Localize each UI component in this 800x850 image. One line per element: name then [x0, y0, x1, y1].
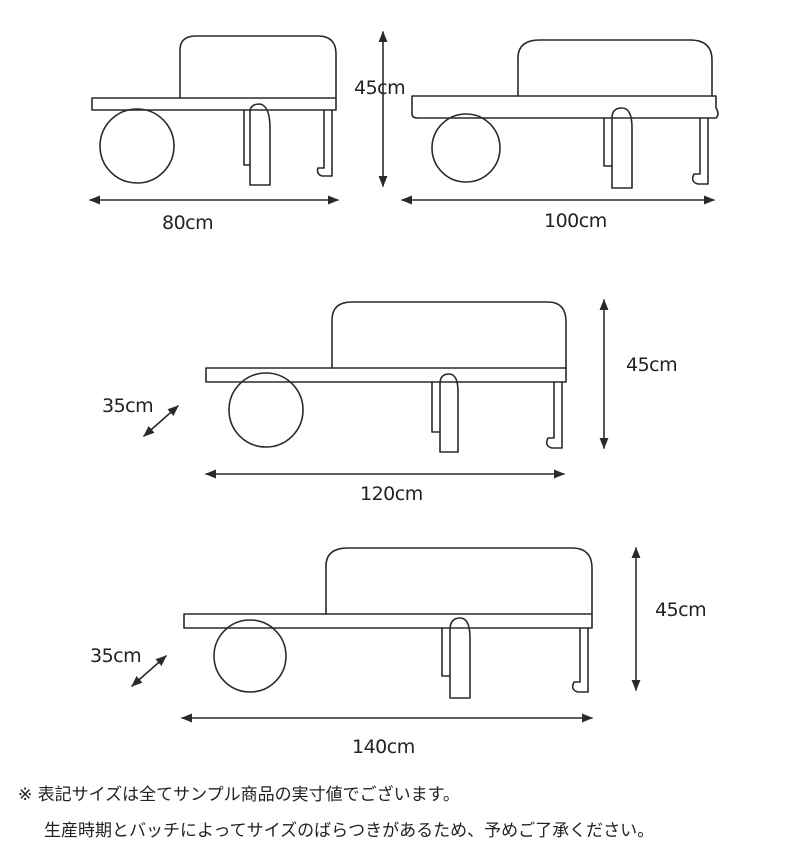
- bench-120-drawing: [143, 298, 609, 479]
- bench-120-depth-arrow: [143, 405, 179, 437]
- note-line-1: ※ 表記サイズは全てサンプル商品の実寸値でございます。: [18, 785, 460, 805]
- bench-140-depth-label: 35cm: [90, 645, 142, 667]
- bench-140-depth-arrow: [131, 655, 167, 687]
- bench-140-drawing: [131, 546, 641, 723]
- bench-100-width-label: 100cm: [544, 210, 607, 232]
- bench-100-drawing: [400, 39, 719, 205]
- note-line-2: 生産時期とバッチによってサイズのばらつきがあるため、予めご了承ください。: [44, 821, 655, 841]
- bench-120-height-label: 45cm: [626, 354, 678, 376]
- bench-dimension-diagram: [88, 30, 719, 723]
- bench-80-width-label: 80cm: [162, 212, 214, 234]
- bench-80-height-label: 45cm: [354, 77, 406, 99]
- bench-80-drawing: [88, 30, 388, 205]
- bench-120-depth-label: 35cm: [102, 395, 154, 417]
- bench-140-width-label: 140cm: [352, 736, 415, 758]
- bench-120-width-label: 120cm: [360, 483, 423, 505]
- bench-140-height-label: 45cm: [655, 599, 707, 621]
